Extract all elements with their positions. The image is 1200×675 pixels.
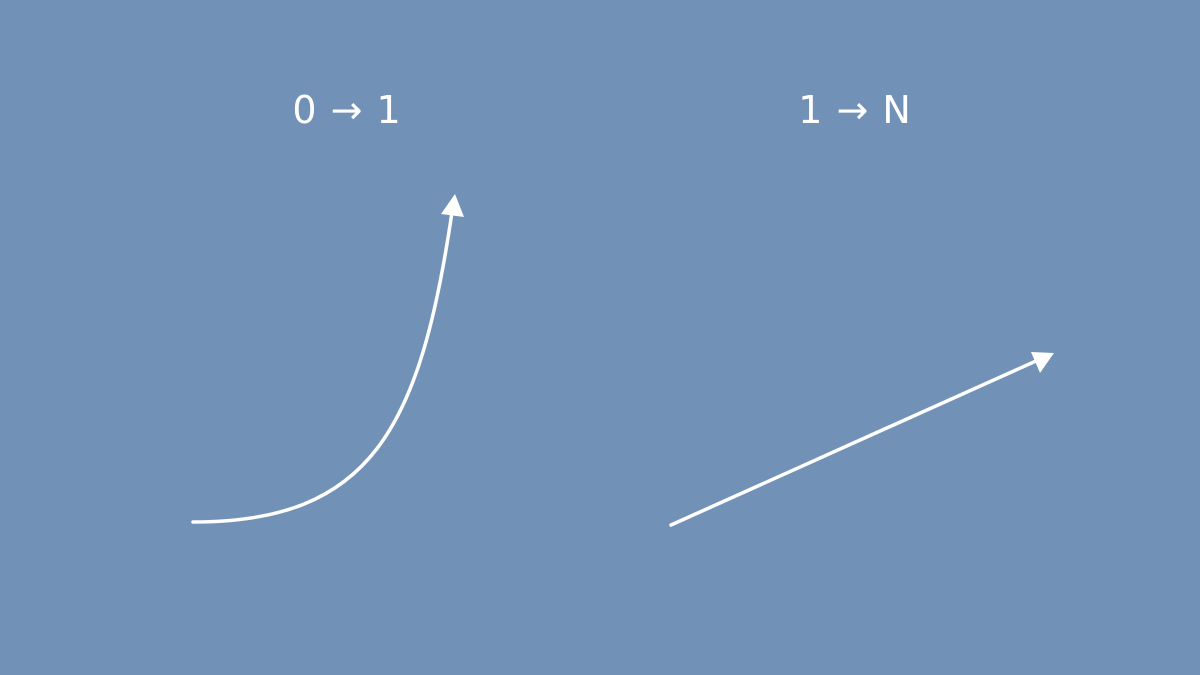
curved-arrow (191, 194, 464, 524)
straight-arrow-shaft (669, 359, 1038, 527)
zero-to-one-label: 0 → 1 (292, 88, 402, 132)
curved-arrow-head (441, 194, 464, 217)
curved-arrow-shaft (191, 210, 454, 524)
straight-arrow-head (1031, 352, 1054, 373)
one-to-n-label: 1 → N (798, 88, 912, 132)
straight-arrow (669, 352, 1054, 527)
